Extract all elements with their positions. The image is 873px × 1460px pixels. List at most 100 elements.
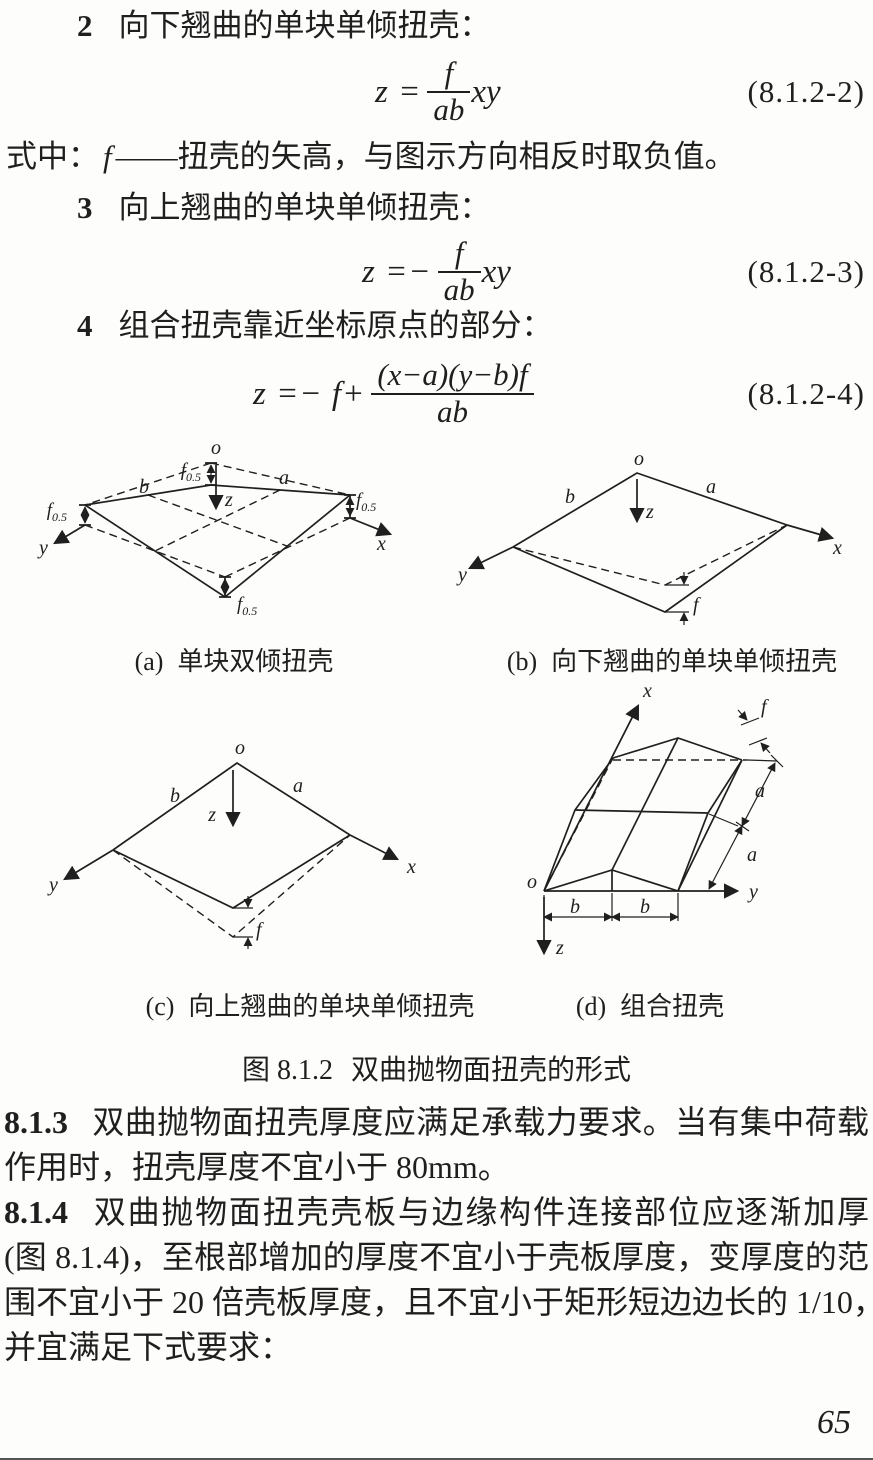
diagram-c-solid-lines bbox=[112, 761, 351, 909]
diagram-d-dashed-lines bbox=[543, 757, 747, 892]
axis-origin-label: o bbox=[211, 437, 221, 459]
rise-f-label: f bbox=[693, 594, 701, 616]
axis-y-label: y bbox=[747, 881, 758, 903]
diagram-d-axes bbox=[536, 703, 740, 956]
clause-item-2: 2 向下翘曲的单块单倾扭壳： bbox=[77, 7, 491, 45]
diagram-b-caption: (b) 向下翘曲的单块单倾扭壳 bbox=[507, 641, 837, 678]
diagram-b-axes bbox=[467, 479, 835, 570]
where-dash: —— bbox=[115, 139, 178, 174]
axis-origin-label: o bbox=[634, 448, 644, 470]
formula-8-1-2-3: z =− f ab xy bbox=[362, 230, 511, 314]
clause-text: 双曲抛物面扭壳厚度应满足承载力要求。当有集中荷载 bbox=[92, 1104, 869, 1140]
formula-lead: z = bbox=[375, 73, 422, 110]
rise-f05-label: f0.5 bbox=[47, 500, 67, 524]
clause-number: 8.1.3 bbox=[4, 1104, 68, 1140]
diagram-c-caption: (c) 向上翘曲的单块单倾扭壳 bbox=[146, 986, 475, 1023]
clause-8-1-3: 8.1.3 双曲抛物面扭壳厚度应满足承载力要求。当有集中荷载 作用时，扭壳厚度不宜… bbox=[4, 1100, 869, 1190]
diagram-c-dashed-lines bbox=[112, 834, 351, 938]
item-text: 向上翘曲的单块单倾扭壳： bbox=[118, 190, 491, 225]
formula-post: xy bbox=[481, 253, 511, 290]
rise-f-label: f bbox=[761, 696, 769, 718]
diagram-c-axes bbox=[63, 770, 400, 881]
symbol-f: f bbox=[103, 139, 112, 174]
edge-b-label: b bbox=[565, 486, 575, 508]
figure-number: 图 8.1.2 bbox=[241, 1055, 333, 1086]
axis-y-label: y bbox=[47, 874, 58, 896]
fraction: f ab bbox=[427, 55, 471, 128]
figure-caption: 图 8.1.2 双曲抛物面扭壳的形式 bbox=[0, 1048, 873, 1088]
diagram-a-caption: (a)单块双倾扭壳 bbox=[135, 641, 334, 678]
edge-a-label: a bbox=[293, 775, 303, 797]
page-number: 65 bbox=[817, 1404, 851, 1441]
axis-z-label: z bbox=[645, 501, 654, 523]
axis-x-label: x bbox=[642, 680, 652, 702]
fraction: f ab bbox=[437, 235, 481, 308]
formula-lead: z =− f+ bbox=[253, 375, 366, 412]
formula-row-1: z = f ab xy (8.1.2-2) bbox=[0, 50, 873, 134]
equation-tag: (8.1.2-3) bbox=[747, 254, 865, 289]
paragraph-line: 围不宜小于 20 倍壳板厚度，且不宜小于矩形短边边长的 1/10， bbox=[4, 1284, 873, 1320]
diagram-b-dimension bbox=[665, 572, 689, 625]
clause-text: 双曲抛物面扭壳壳板与边缘构件连接部位应逐渐加厚 bbox=[92, 1194, 869, 1230]
numerator: (x−a)(y−b)f bbox=[377, 357, 528, 393]
span-b-label: b bbox=[570, 896, 580, 918]
clause-8-1-4: 8.1.4 双曲抛物面扭壳壳板与边缘构件连接部位应逐渐加厚 (图 8.1.4)，至… bbox=[4, 1190, 873, 1370]
formula-post: xy bbox=[471, 73, 501, 110]
caption-letter: (c) bbox=[145, 992, 175, 1021]
caption-text: 向上翘曲的单块单倾扭壳 bbox=[188, 992, 475, 1021]
axis-y-label: y bbox=[456, 564, 467, 586]
paragraph-line: 8.1.4 双曲抛物面扭壳壳板与边缘构件连接部位应逐渐加厚 bbox=[4, 1190, 869, 1235]
denominator: ab bbox=[437, 271, 481, 308]
caption-letter: (a) bbox=[134, 647, 164, 676]
item-text: 向下翘曲的单块单倾扭壳： bbox=[118, 8, 491, 43]
axis-origin-label: o bbox=[235, 737, 245, 759]
formula-8-1-2-4: z =− f+ (x−a)(y−b)f ab bbox=[253, 348, 535, 440]
rise-f05-label: f0.5 bbox=[181, 460, 201, 484]
diagram-a-axes bbox=[53, 465, 393, 545]
denominator: ab bbox=[427, 91, 471, 128]
caption-letter: (d) bbox=[575, 992, 607, 1021]
denominator: ab bbox=[371, 393, 534, 430]
diagram-a-solid-lines bbox=[79, 462, 356, 599]
where-prefix: 式中： bbox=[6, 139, 99, 174]
formula-lead: z =− bbox=[362, 253, 432, 290]
axis-z-label: z bbox=[555, 937, 564, 959]
span-b-label: b bbox=[640, 896, 650, 918]
numerator: f bbox=[444, 55, 454, 91]
diagram-a-saddle-shell: o z y x b a f0.5 f0.5 f0.5 f0.5 bbox=[37, 437, 393, 618]
figure-title: 双曲抛物面扭壳的形式 bbox=[351, 1055, 632, 1086]
clause-number: 8.1.4 bbox=[4, 1194, 68, 1230]
paragraph-line: 并宜满足下式要求： bbox=[4, 1329, 293, 1365]
diagram-d-solid-lines bbox=[543, 737, 743, 892]
diagram-c-dimension bbox=[233, 896, 253, 949]
where-clause: 式中：f——扭壳的矢高，与图示方向相反时取负值。 bbox=[6, 138, 736, 176]
equation-tag: (8.1.2-4) bbox=[747, 376, 865, 411]
formula-8-1-2-2: z = f ab xy bbox=[375, 50, 501, 134]
rise-f05-label: f0.5 bbox=[356, 490, 376, 514]
caption-text: 向下翘曲的单块单倾扭壳 bbox=[551, 647, 838, 676]
item-number: 4 bbox=[77, 308, 93, 343]
page-bottom-edge bbox=[0, 1458, 873, 1460]
formula-row-2: z =− f ab xy (8.1.2-3) bbox=[0, 230, 873, 314]
paragraph-line: (图 8.1.4)，至根部增加的厚度不宜小于壳板厚度，变厚度的范 bbox=[4, 1239, 869, 1275]
item-number: 2 bbox=[77, 8, 93, 43]
axis-origin-label: o bbox=[527, 871, 537, 893]
diagram-b-solid-lines bbox=[512, 472, 788, 613]
diagram-d-combined-shell: o x y z b b a a f bbox=[527, 680, 784, 959]
axis-x-label: x bbox=[376, 533, 386, 555]
edge-a-label: a bbox=[706, 476, 716, 498]
diagram-c-up-warped-shell: o z y x b a f bbox=[47, 737, 416, 949]
edge-b-label: b bbox=[170, 785, 180, 807]
numerator: f bbox=[454, 235, 464, 271]
paragraph-line: 作用时，扭壳厚度不宜小于 80mm。 bbox=[4, 1149, 510, 1185]
axis-z-label: z bbox=[207, 804, 216, 826]
caption-letter: (b) bbox=[506, 647, 538, 676]
equation-tag: (8.1.2-2) bbox=[747, 74, 865, 109]
axis-x-label: x bbox=[406, 856, 416, 878]
diagram-b-down-warped-shell: o z y x b a f bbox=[456, 448, 842, 625]
span-a-label: a bbox=[755, 780, 765, 802]
formula-row-3: z =− f+ (x−a)(y−b)f ab (8.1.2-4) bbox=[0, 348, 873, 440]
caption-text: 组合扭壳 bbox=[620, 992, 725, 1021]
